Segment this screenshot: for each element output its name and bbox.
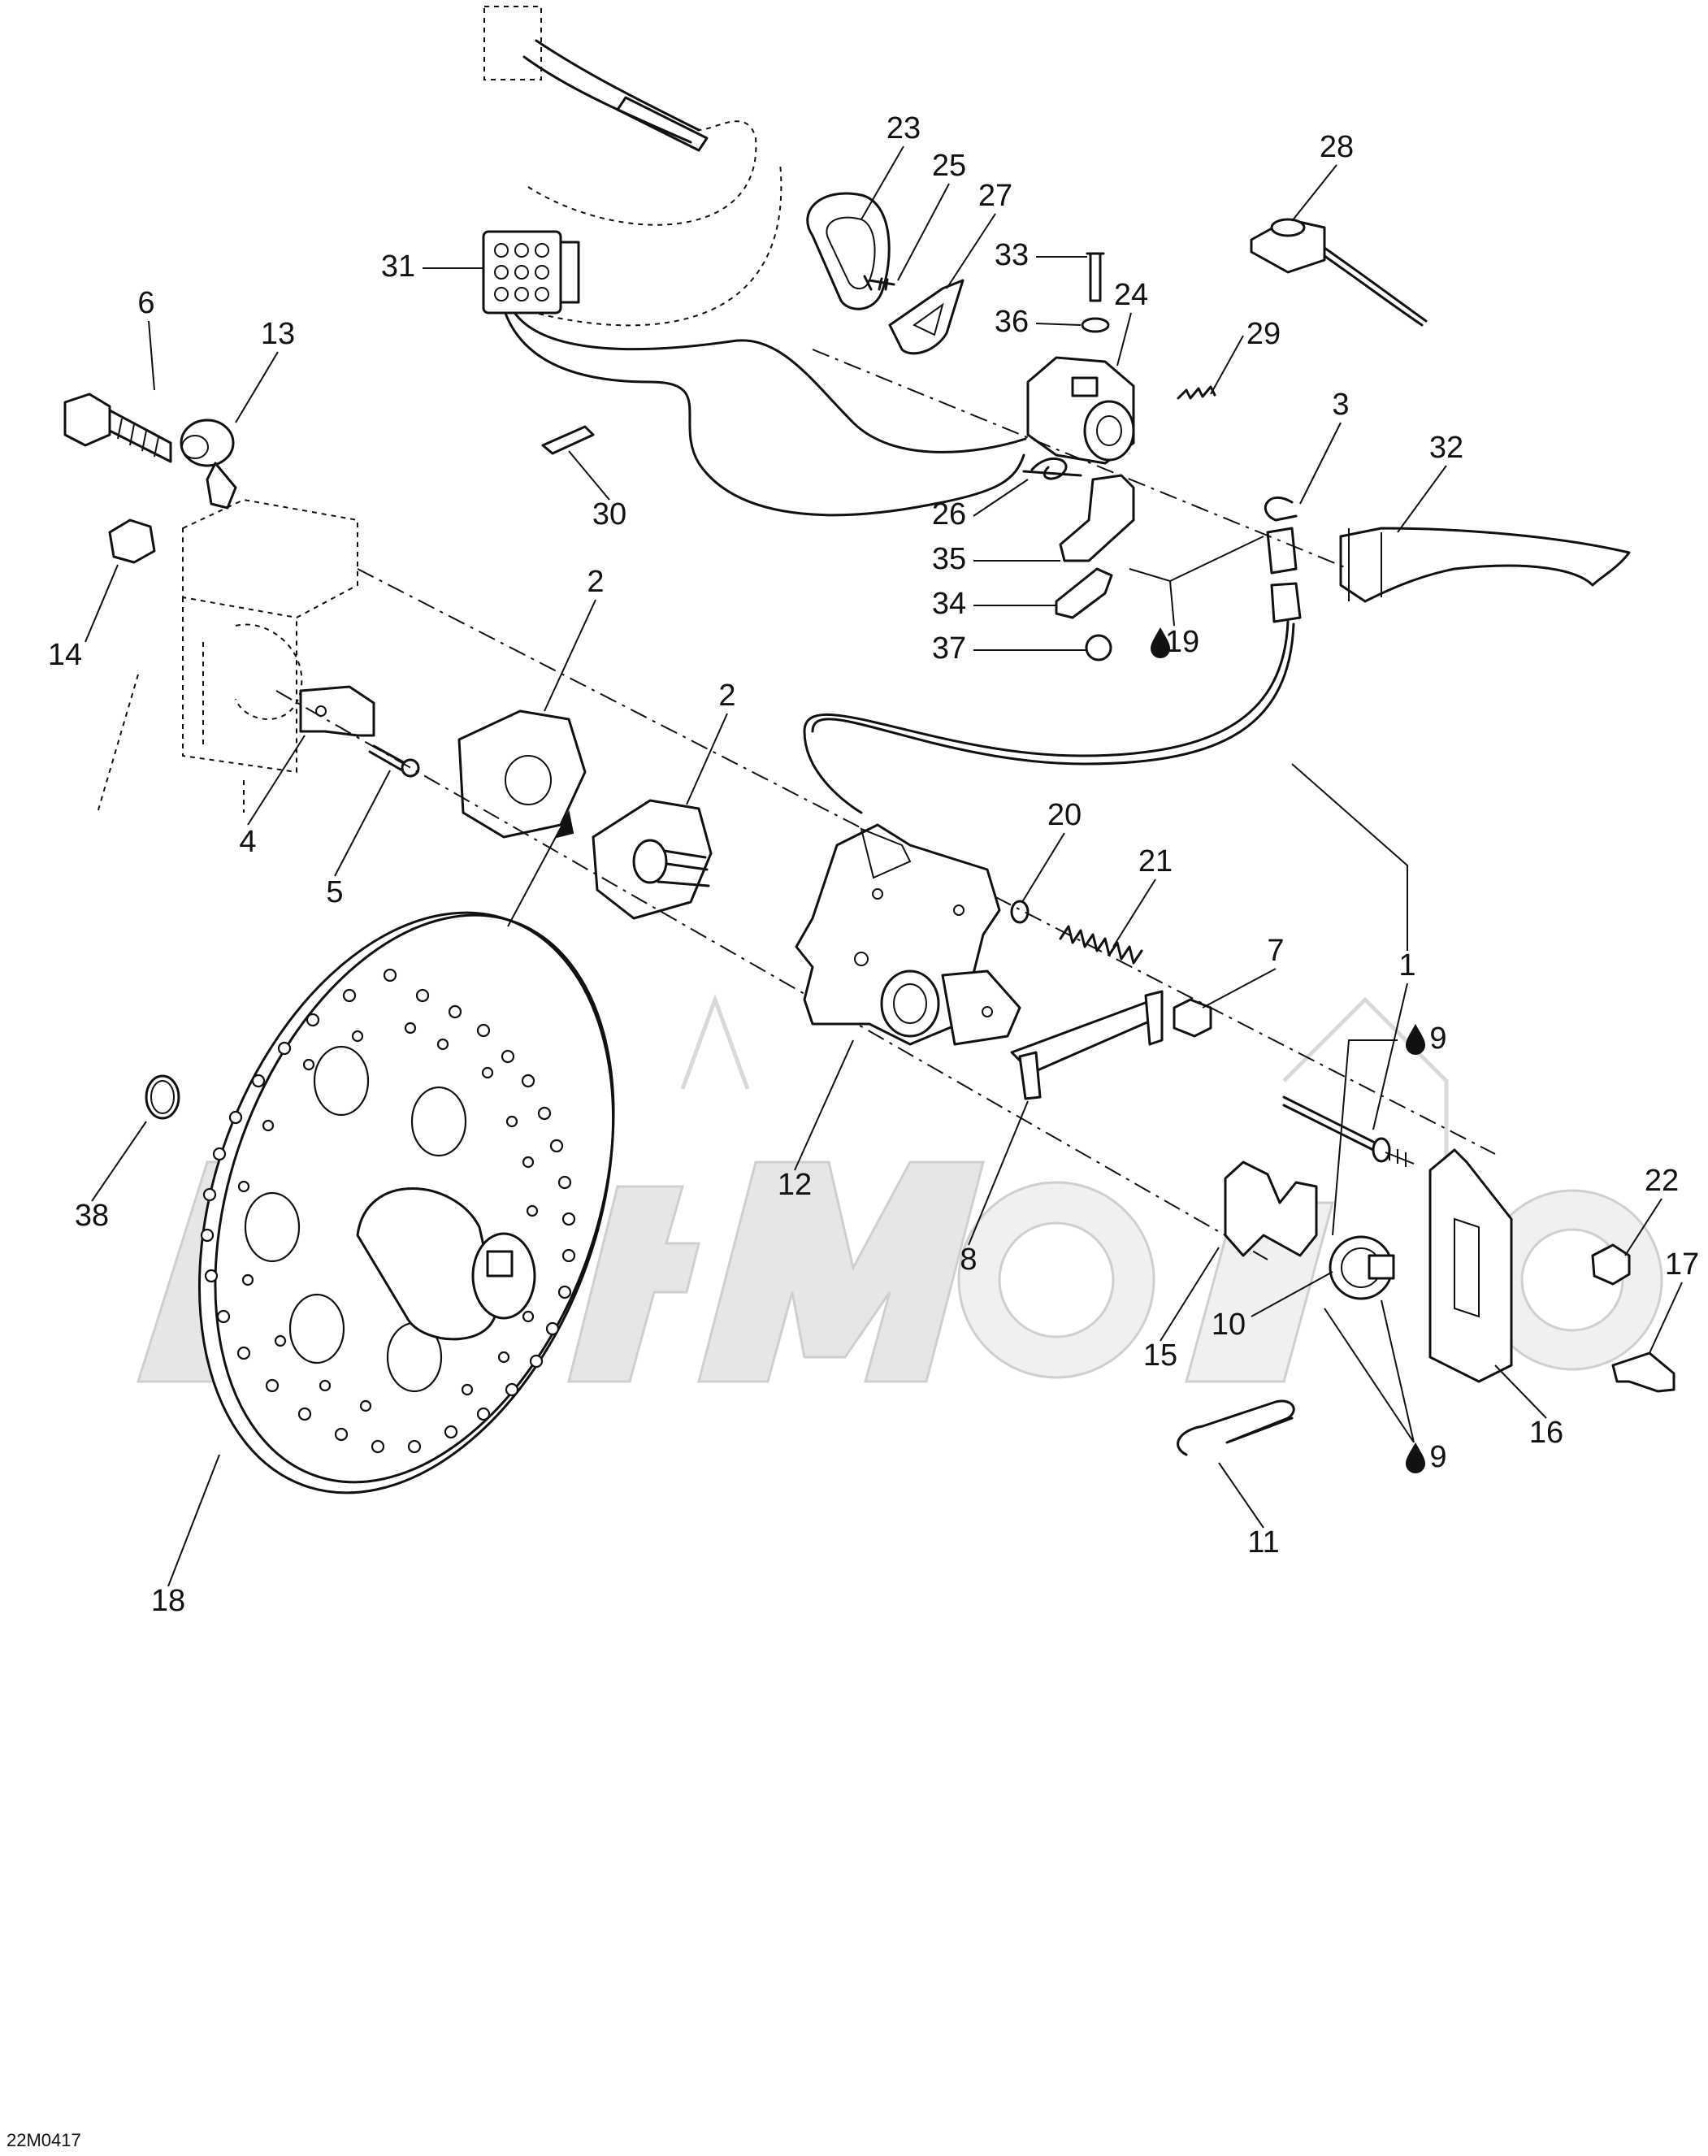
- drawing-code: 22M0417: [7, 2130, 81, 2150]
- bolt-6: [63, 393, 172, 463]
- brake-cable-1: [803, 620, 1290, 814]
- oil-drop-icon: [1406, 1024, 1425, 1055]
- washer-36: [1081, 317, 1110, 333]
- lubricant-icons: [1151, 627, 1425, 1473]
- callout-c14: 14: [48, 638, 82, 672]
- callout-c13: 13: [261, 317, 295, 351]
- connector-31: [482, 230, 580, 315]
- callout-c27: 27: [978, 179, 1012, 213]
- callout-c17: 17: [1665, 1247, 1699, 1282]
- callout-c16: 16: [1529, 1416, 1563, 1450]
- watermark: [136, 952, 1663, 1383]
- callout-c11: 11: [1247, 1525, 1279, 1560]
- callout-c37: 37: [932, 631, 966, 666]
- callout-c9b: 9: [1429, 1440, 1446, 1474]
- callout-c18: 18: [151, 1584, 185, 1618]
- brake-disc-18: [197, 911, 615, 1494]
- brake-lever-32: [1339, 527, 1631, 603]
- callout-c8: 8: [960, 1243, 977, 1277]
- wiring-harness: [483, 6, 1027, 517]
- callout-c19: 19: [1165, 625, 1199, 659]
- spring-pin-11: [1177, 1399, 1295, 1456]
- callout-c26: 26: [932, 497, 966, 531]
- callout-c31: 31: [381, 249, 415, 284]
- caliper-12: [795, 823, 1021, 1046]
- callout-c4: 4: [239, 825, 256, 859]
- nut-22: [1591, 1243, 1631, 1286]
- callout-c33: 33: [995, 238, 1029, 272]
- adjuster-rod-1: [1282, 1095, 1415, 1167]
- callout-c6: 6: [137, 286, 154, 320]
- callout-c24: 24: [1114, 278, 1148, 312]
- grip-cover-23: [806, 192, 891, 310]
- bolt-5: [368, 744, 408, 772]
- callout-c23: 23: [887, 111, 921, 145]
- callout-c9a: 9: [1429, 1022, 1446, 1056]
- callout-c34: 34: [932, 587, 966, 621]
- ring-20: [1010, 900, 1030, 924]
- callout-c2a: 2: [587, 565, 604, 599]
- mount-16: [1428, 1148, 1513, 1383]
- o-ring-38: [145, 1074, 180, 1120]
- bushing-13: [180, 419, 237, 510]
- screw-25: [863, 275, 895, 291]
- callout-c32: 32: [1429, 431, 1463, 465]
- switch-housing-24: [1026, 356, 1135, 465]
- pin-35: [1059, 474, 1135, 562]
- callout-c5: 5: [326, 875, 343, 909]
- callout-c15: 15: [1143, 1338, 1177, 1373]
- callout-c12: 12: [778, 1168, 812, 1202]
- spring-21: [1059, 925, 1143, 965]
- callout-c3: 3: [1332, 388, 1349, 422]
- nut-14: [108, 518, 156, 564]
- callout-c7: 7: [1267, 934, 1284, 968]
- callout-c10: 10: [1212, 1308, 1246, 1342]
- callout-c38: 38: [75, 1199, 109, 1233]
- callout-c30: 30: [592, 497, 626, 531]
- clip-30: [541, 425, 595, 455]
- brake-pad-2b: [592, 799, 713, 920]
- callout-c2b: 2: [718, 679, 735, 713]
- oil-drop-icon: [1151, 627, 1170, 658]
- callout-c35: 35: [932, 542, 966, 576]
- bracket-15: [1224, 1160, 1318, 1257]
- callout-c25: 25: [932, 149, 966, 183]
- nut-7: [1173, 998, 1212, 1038]
- spring-29: [1177, 385, 1216, 400]
- callout-c21: 21: [1138, 844, 1173, 878]
- pin-33: [1086, 252, 1105, 302]
- e-clip-3: [1264, 496, 1298, 522]
- bracket-4: [299, 685, 375, 737]
- clip-17: [1611, 1351, 1675, 1393]
- bracket-34: [1055, 567, 1113, 619]
- callout-c28: 28: [1320, 130, 1354, 164]
- spring-clip-26: [1022, 457, 1082, 480]
- leader-lines: [85, 145, 1683, 1587]
- oil-drop-icon: [1406, 1442, 1425, 1473]
- cable-end-19: [1266, 527, 1298, 575]
- callout-c36: 36: [995, 305, 1029, 339]
- lock-washer-37: [1085, 634, 1112, 662]
- switch-28: [1250, 218, 1428, 327]
- callout-c1: 1: [1398, 948, 1415, 983]
- callout-c29: 29: [1246, 317, 1281, 351]
- bracket-8: [1010, 990, 1164, 1100]
- sprocket-10: [1329, 1235, 1395, 1300]
- brake-pad-2a: [457, 709, 587, 839]
- callout-c20: 20: [1047, 798, 1082, 832]
- callout-labels: 1223456789910111213141516171819202122232…: [48, 111, 1699, 1618]
- callout-c22: 22: [1645, 1164, 1679, 1198]
